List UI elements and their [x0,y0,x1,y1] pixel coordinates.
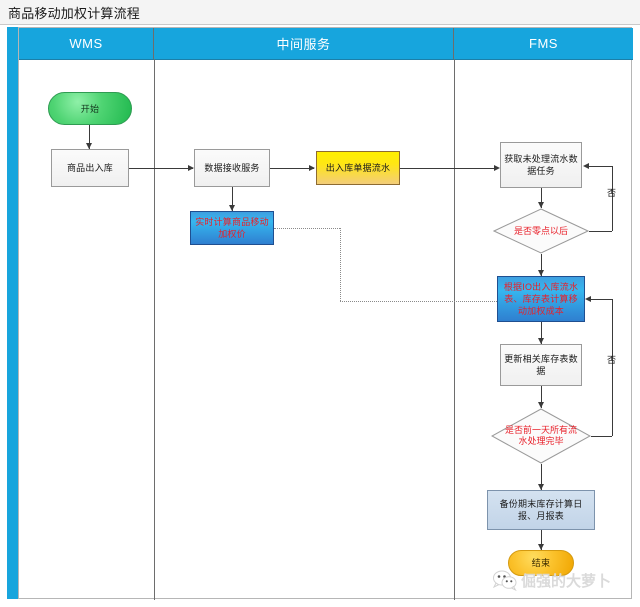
node-io-doc-flow[interactable]: 出入库单据流水 [316,151,400,185]
node-end[interactable]: 结束 [508,550,574,576]
node-update-stock[interactable]: 更新相关库存表数据 [500,344,582,386]
node-all-done[interactable]: 是否前一天所有流水处理完毕 [491,408,591,464]
edge-decision1-no-up [612,166,613,231]
edge-decision2-no-up [612,299,613,436]
dotted-edge-realtime-out [274,228,340,229]
node-start[interactable]: 开始 [48,92,132,125]
node-realtime-calc[interactable]: 实时计算商品移动加权价 [190,211,274,245]
lane-header-mid: 中间服务 [154,28,454,59]
arrowhead-decision2 [537,402,544,408]
node-calc-cost[interactable]: 根据IO出入库流水表、库存表计算移动加权成本 [497,276,585,322]
arrowhead-receive [188,164,194,171]
lane-header-fms: FMS [454,28,633,59]
left-accent-rail [7,27,18,599]
node-backup-reports[interactable]: 备份期末库存计算日报、月报表 [487,490,595,530]
is-after-zero-label: 是否零点以后 [513,225,568,236]
lane-header-wms: WMS [19,28,154,59]
arrowhead-end [537,544,544,550]
edge-decision1-no-right [589,231,612,232]
arrowhead-goods [85,143,92,149]
edge-docflow-to-fetch [400,168,495,169]
arrowhead-decision2-no [585,295,591,302]
wechat-icon [492,569,518,592]
arrowhead-decision1-no [583,162,589,169]
node-data-receive[interactable]: 数据接收服务 [194,149,270,187]
edge-calc-to-update [541,322,542,344]
dotted-edge-realtime-in [340,301,497,302]
node-goods-io[interactable]: 商品出入库 [51,149,129,187]
arrowhead-backup [537,484,544,490]
lane-header-rule [19,59,633,60]
edge-decision2-no-right [591,436,612,437]
watermark: 倔强的大萝卜 [492,562,632,598]
edge-receive-to-realtime [232,187,233,211]
edge-update-to-decision2 [541,386,542,408]
edge-decision2-no-back [591,299,612,300]
arrowhead-realtime [228,205,235,211]
edge-backup-to-end [541,530,542,550]
arrowhead-update-stock [537,338,544,344]
node-fetch-task[interactable]: 获取未处理流水数据任务 [500,142,582,188]
arrowhead-calc-cost [537,270,544,276]
arrowhead-fetch [494,164,500,171]
lane-divider-1 [154,59,155,600]
edge-goods-to-receive [129,168,193,169]
lane-divider-2 [454,59,455,600]
window-titlebar: 商品移动加权计算流程 [0,0,640,25]
arrowhead-docflow [309,164,315,171]
wechat-glyph-icon [492,570,517,592]
page-title: 商品移动加权计算流程 [8,6,141,21]
diamond-shape-icon [493,208,589,254]
dotted-edge-realtime-down [340,228,341,301]
all-done-label: 是否前一天所有流水处理完毕 [504,425,577,446]
arrowhead-decision1 [537,202,544,208]
edge-decision1-yes [541,254,542,276]
edge-start-to-goods [89,125,90,149]
edge-label-no-zero: 否 [606,188,616,197]
node-is-after-zero[interactable]: 是否零点以后 [493,208,589,254]
edge-decision2-yes [541,464,542,490]
edge-receive-to-docflow [270,168,314,169]
watermark-text: 倔强的大萝卜 [521,572,612,590]
edge-label-no-done: 否 [606,355,616,364]
edge-fetch-to-decision1 [541,188,542,208]
diamond-shape-icon-2 [491,408,591,464]
edge-decision1-no-back [589,166,612,167]
